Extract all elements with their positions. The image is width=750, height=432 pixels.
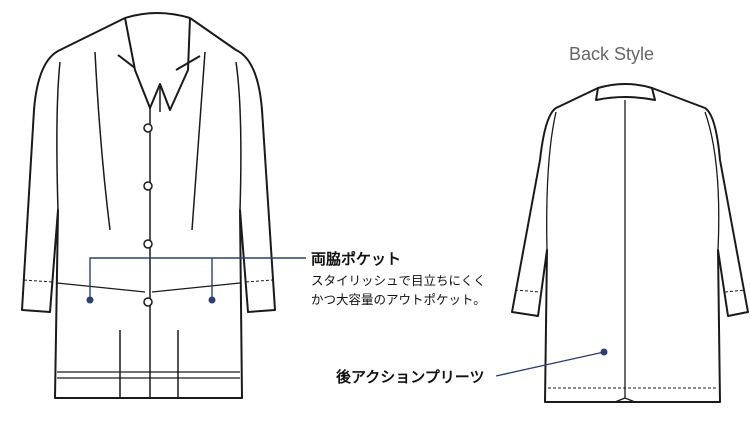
pocket-marker-right	[208, 296, 216, 304]
pocket-callout-description: スタイリッシュで目立ちにくく かつ大容量のアウトポケット。	[311, 271, 486, 309]
pocket-leader-line	[89, 257, 306, 300]
pocket-description-line-2: かつ大容量のアウトポケット。	[311, 292, 486, 307]
pleat-callout-title: 後アクションプリーツ	[336, 368, 485, 386]
front-buttons	[143, 123, 153, 307]
back-style-title: Back Style	[569, 44, 655, 64]
pocket-description-line-1: スタイリッシュで目立ちにくく	[311, 273, 486, 288]
pocket-marker-left	[86, 296, 94, 304]
front-coat-drawing	[21, 12, 276, 399]
pleat-leader-line	[495, 351, 605, 377]
pleat-marker	[600, 348, 608, 356]
back-coat-drawing	[511, 83, 749, 403]
pocket-callout-title: 両脇ポケット	[311, 250, 402, 268]
